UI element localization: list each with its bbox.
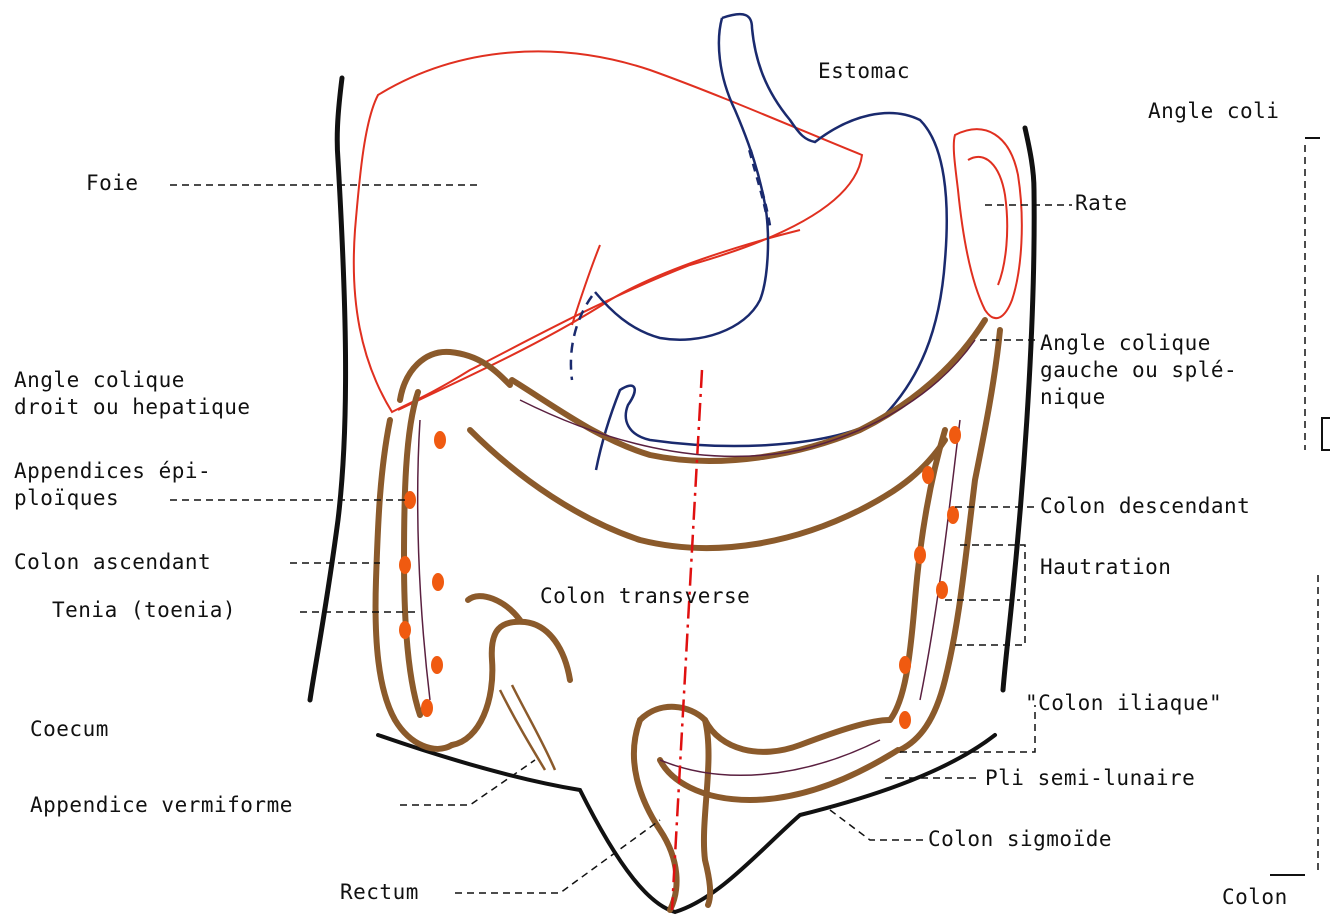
label-angle-colique-droit: Angle colique droit ou hepatique — [14, 367, 251, 421]
label-tenia: Tenia (toenia) — [52, 597, 236, 624]
label-rectum: Rectum — [340, 879, 419, 906]
appendix-outline — [500, 685, 555, 770]
label-colon: Colon — [1222, 884, 1288, 911]
label-angle-colique-gauche: Angle colique gauche ou splé- nique — [1040, 330, 1237, 411]
label-colon-iliaque: "Colon iliaque" — [1025, 690, 1222, 717]
label-colon-sigmoide: Colon sigmoïde — [928, 826, 1112, 853]
label-pli-semi-lunaire: Pli semi-lunaire — [985, 765, 1195, 792]
label-foie: Foie — [86, 170, 139, 197]
label-angle-coli: Angle coli — [1148, 98, 1279, 125]
label-appendice-vermiforme: Appendice vermiforme — [30, 792, 293, 819]
brackets — [1270, 138, 1330, 875]
label-hautration: Hautration — [1040, 554, 1171, 581]
appendices-epiploicae — [399, 426, 961, 729]
label-appendices-epiploiques: Appendices épi- ploïques — [14, 458, 211, 512]
label-colon-transverse: Colon transverse — [540, 583, 750, 610]
abdominal-wall — [310, 78, 1034, 912]
midline — [672, 370, 702, 910]
label-colon-ascendant: Colon ascendant — [14, 549, 211, 576]
label-coecum: Coecum — [30, 716, 109, 743]
label-rate: Rate — [1075, 190, 1128, 217]
spleen-outline — [954, 129, 1022, 318]
label-estomac: Estomac — [818, 58, 910, 85]
label-colon-descendant: Colon descendant — [1040, 493, 1250, 520]
